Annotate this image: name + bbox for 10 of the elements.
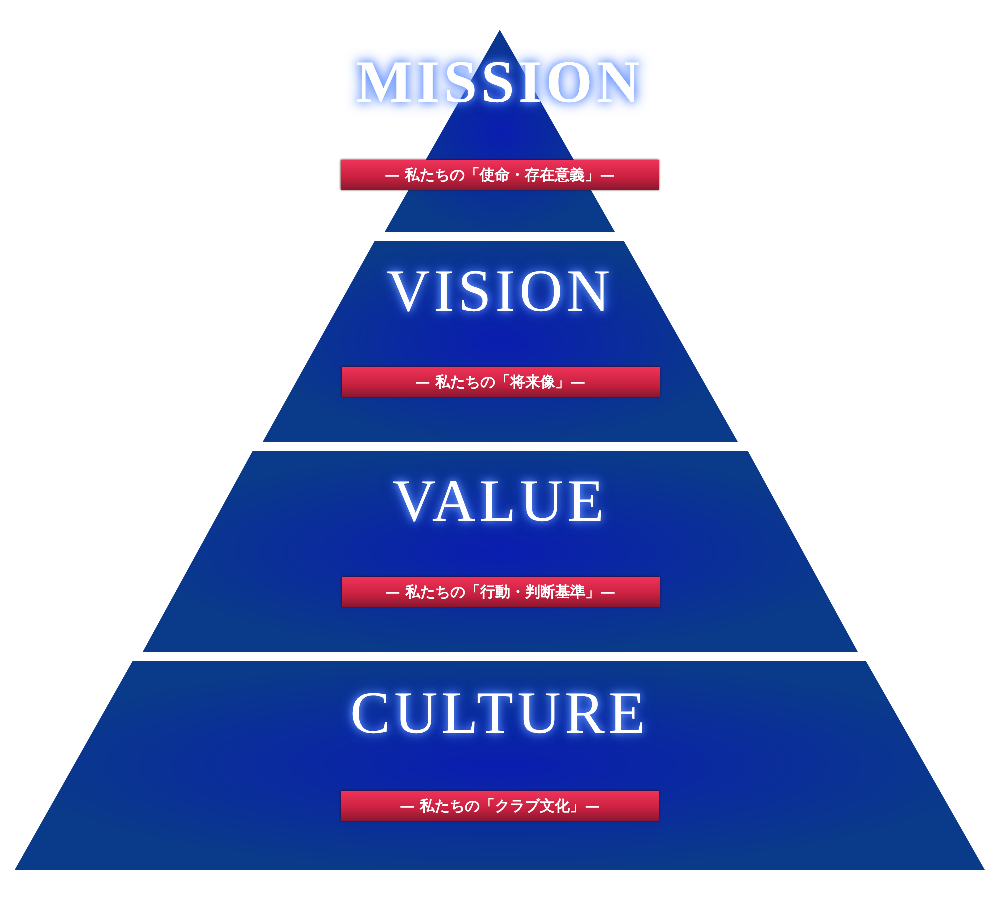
- tier-heading: VALUE: [392, 471, 608, 531]
- pyramid-tier: [263, 241, 738, 442]
- subtitle-banner: — 私たちの「使命・存在意義」—: [341, 160, 659, 190]
- subtitle-banner: — 私たちの「行動・判断基準」—: [342, 577, 660, 607]
- tier-heading: VISION: [386, 261, 614, 321]
- subtitle-banner: — 私たちの「将来像」—: [342, 367, 660, 397]
- pyramid-tier: [143, 451, 858, 652]
- tier-heading: CULTURE: [350, 683, 650, 743]
- subtitle-banner: — 私たちの「クラブ文化」—: [341, 791, 659, 821]
- pyramid-tier: [15, 661, 985, 870]
